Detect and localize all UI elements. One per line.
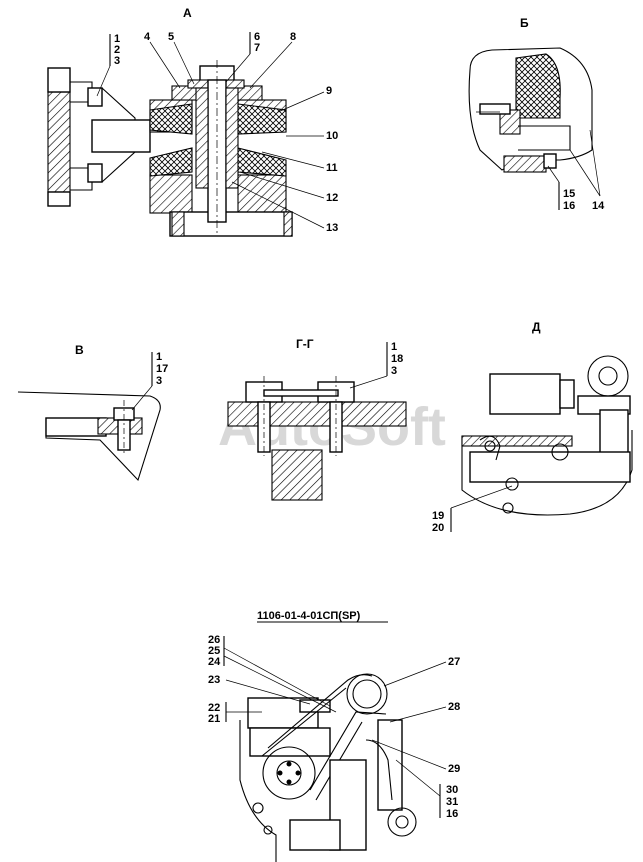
view-b: Б 15 16 14 [468,16,605,212]
view-v-title: В [75,343,84,357]
svg-text:3: 3 [391,365,397,377]
callout-sp-29: 29 [371,739,460,775]
svg-text:23: 23 [208,674,220,686]
callout-sp-22-21: 22 21 [208,702,262,725]
svg-text:6: 6 [254,31,260,43]
callout-sp-23: 23 [208,674,311,705]
svg-text:20: 20 [432,522,444,534]
callout-a-12: 12 [239,171,338,204]
callout-d-19-20: 19 20 [432,485,513,534]
svg-text:26: 26 [208,634,220,646]
svg-text:3: 3 [114,55,120,67]
callout-g-1-18-3: 1 18 3 [349,341,403,389]
svg-text:30: 30 [446,784,458,796]
view-a-title: А [183,6,192,20]
svg-text:27: 27 [448,656,460,668]
callout-sp-27: 27 [383,656,460,687]
svg-text:12: 12 [326,192,338,204]
view-v: В 1 17 3 [17,343,168,482]
svg-text:11: 11 [326,162,338,174]
callout-v-1-17-3: 1 17 3 [131,351,168,411]
svg-text:22: 22 [208,702,220,714]
svg-text:25: 25 [208,645,220,657]
callout-sp-28: 28 [389,701,460,723]
svg-text:16: 16 [446,808,458,820]
svg-text:5: 5 [168,31,174,43]
svg-text:1106-01-4-01СП(SP): 1106-01-4-01СП(SP) [257,610,361,622]
callout-a-9: 9 [277,85,332,113]
view-d: Д 19 20 [432,320,633,534]
svg-text:7: 7 [254,42,260,54]
svg-text:8: 8 [290,31,296,43]
svg-text:10: 10 [326,130,338,142]
document-code-label: 1106-01-4-01СП(SP) [257,610,388,623]
svg-text:18: 18 [391,353,403,365]
view-g: Г-Г 1 18 3 [227,337,407,501]
callout-sp-30-31-16: 30 31 16 [395,759,458,820]
view-g-title: Г-Г [296,337,314,351]
svg-text:2: 2 [114,44,120,56]
svg-text:28: 28 [448,701,460,713]
svg-text:13: 13 [326,222,338,234]
svg-text:4: 4 [144,31,151,43]
callout-a-6-7: 6 7 [225,31,260,83]
svg-text:19: 19 [432,510,444,522]
callout-a-8: 8 [249,31,296,89]
callout-b-15-16: 15 16 [547,165,575,212]
svg-text:21: 21 [208,713,220,725]
svg-text:24: 24 [208,656,221,668]
view-b-title: Б [520,16,529,30]
view-a: А [47,6,338,237]
callout-a-5: 5 [168,31,195,85]
callout-a-10: 10 [286,130,338,142]
svg-text:1: 1 [391,341,397,353]
sp-assembly: 26 25 24 23 22 21 27 28 29 30 [208,634,460,862]
view-d-title: Д [532,320,541,334]
svg-text:17: 17 [156,363,168,375]
svg-text:9: 9 [326,85,332,97]
svg-text:29: 29 [448,763,460,775]
callout-a-13: 13 [231,181,338,234]
svg-text:14: 14 [592,200,605,212]
svg-text:1: 1 [114,33,120,45]
svg-text:31: 31 [446,796,458,808]
callout-sp-26-25-24: 26 25 24 [208,634,337,713]
svg-text:1: 1 [156,351,162,363]
callout-b-14: 14 [569,129,605,212]
callout-a-4: 4 [144,31,181,89]
callout-a-1-2-3: 1 2 3 [96,33,120,97]
svg-text:16: 16 [563,200,575,212]
svg-text:15: 15 [563,188,575,200]
svg-text:3: 3 [156,375,162,387]
callout-a-11: 11 [261,151,338,174]
